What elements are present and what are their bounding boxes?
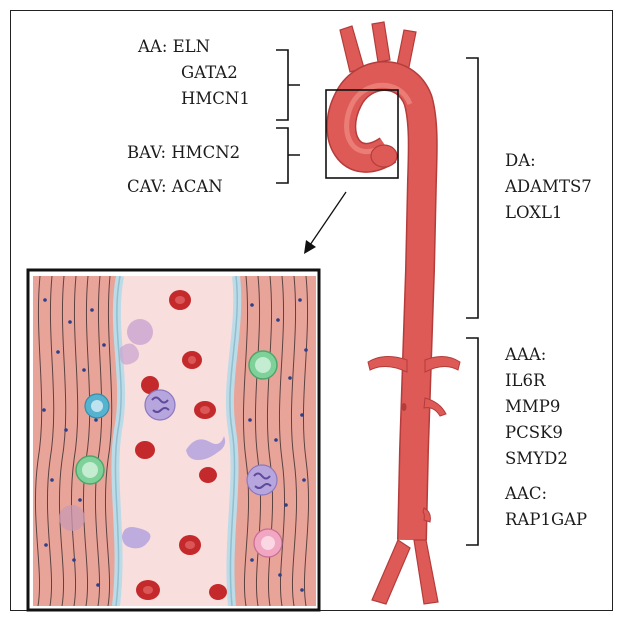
- aac-label: AAC:: [505, 483, 547, 505]
- bav-label: BAV: HMCN2: [127, 142, 240, 164]
- left-renal-branch: [425, 356, 460, 372]
- aaa-gene-4: SMYD2: [505, 448, 568, 470]
- aortic-root: [371, 145, 397, 167]
- aa-gene-2: GATA2: [181, 62, 238, 84]
- cell-pale-top: [127, 319, 153, 345]
- right-renal-branch: [368, 356, 407, 372]
- aaa-gene-3: PCSK9: [505, 422, 563, 444]
- aaa-label: AAA:: [505, 344, 546, 366]
- bracket-aaa-aac: [466, 338, 478, 545]
- vessel-inset: [28, 270, 319, 610]
- aaa-gene-1: IL6R: [505, 370, 545, 392]
- left-carotid-branch: [372, 22, 390, 62]
- bracket-bav-cav: [276, 128, 300, 183]
- inferior-mesenteric-branch: [423, 508, 430, 522]
- aa-label: AA: ELN: [138, 36, 210, 58]
- bav-gene-1: HMCN2: [171, 143, 240, 162]
- bracket-da: [466, 58, 478, 318]
- cav-label: CAV: ACAN: [127, 176, 223, 198]
- aa-prefix: AA:: [138, 37, 167, 56]
- bav-prefix: BAV:: [127, 143, 166, 162]
- aac-gene-1: RAP1GAP: [505, 509, 587, 531]
- brachiocephalic-branch: [340, 26, 364, 72]
- aorta-illustration: [340, 22, 460, 604]
- aaa-gene-2: MMP9: [505, 396, 560, 418]
- cav-prefix: CAV:: [127, 177, 167, 196]
- cell-pale-left: [59, 505, 85, 531]
- neutrophil-right: [247, 465, 277, 495]
- right-iliac-branch: [372, 540, 410, 604]
- bracket-aa: [276, 50, 300, 120]
- cav-gene-1: ACAN: [172, 177, 223, 196]
- aa-gene-3: HMCN1: [181, 88, 250, 110]
- left-iliac-branch: [414, 540, 438, 604]
- da-gene-1: ADAMTS7: [505, 176, 592, 198]
- da-gene-2: LOXL1: [505, 202, 562, 224]
- neutrophil-center: [145, 390, 175, 420]
- da-label: DA:: [505, 150, 536, 172]
- zoom-arrow: [304, 192, 346, 254]
- aa-gene-1: ELN: [173, 37, 210, 56]
